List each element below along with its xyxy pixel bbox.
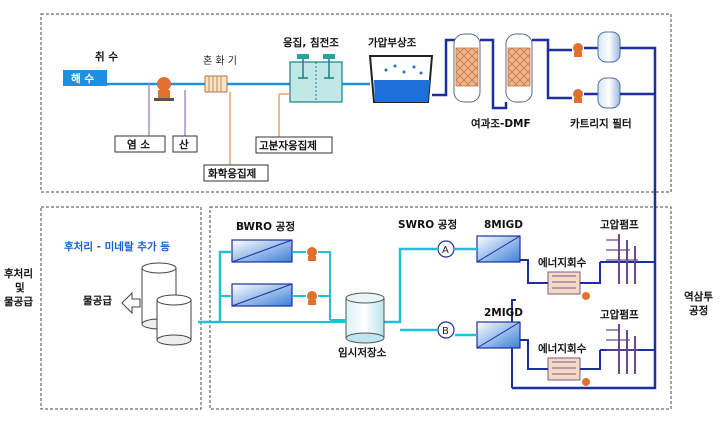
acid-box	[172, 135, 198, 153]
erd-b-icon	[547, 357, 590, 386]
hp-pump-a-label: 고압펌프	[600, 218, 639, 231]
hp-pump-a-icon	[606, 234, 638, 284]
post-treat-label: 후처리 - 미네랄 추가 등	[64, 240, 170, 253]
node-b-label: B	[442, 326, 449, 337]
temp-storage-tank-icon	[345, 292, 385, 344]
daf-to-dmf-line	[432, 38, 458, 97]
node-b-icon: B	[437, 321, 455, 339]
coagulant-box	[203, 164, 269, 182]
bwro-membrane-2-icon	[231, 283, 293, 307]
erd-a-icon	[547, 271, 590, 300]
svg-text:역삼투: 역삼투	[684, 290, 713, 303]
intake-pump-icon	[154, 77, 174, 101]
supply-arrow-icon	[121, 291, 141, 315]
coag-settle-label: 응집, 침전조	[283, 36, 339, 49]
migd-b-label: 2MIGD	[484, 307, 523, 319]
cartridge-label: 카트리지 필터	[570, 117, 632, 130]
swro-membrane-b-icon	[476, 321, 521, 349]
dmf-filter-2-icon	[505, 33, 533, 103]
svg-text:후처리: 후처리	[4, 267, 33, 280]
cartridge-pump-2-icon	[573, 89, 583, 103]
post-section-label: 후처리 및 물공급	[4, 267, 33, 308]
bwro-membrane-1-icon	[231, 239, 293, 263]
coag-settle-tank-icon	[289, 54, 343, 103]
node-a-label: A	[442, 245, 449, 256]
polymer-label: 고분자응집제	[259, 139, 317, 152]
swro-membrane-a-icon	[476, 235, 521, 263]
seawater-label: 해 수	[71, 72, 94, 85]
dmf-label: 여과조-DMF	[471, 117, 531, 130]
hp-pump-b-icon	[606, 324, 638, 374]
acid-label: 산	[179, 138, 189, 151]
cartridge-pump-1-icon	[573, 43, 583, 57]
polymer-box	[255, 136, 333, 154]
chlorine-label: 염 소	[127, 139, 150, 151]
ro-frame	[209, 206, 672, 410]
chlorine-box	[114, 135, 166, 153]
pretreatment-frame	[40, 13, 672, 193]
bwro-label: BWRO 공정	[236, 220, 295, 233]
daf-label: 가압부상조	[368, 36, 417, 49]
pretreat-to-ro-line	[620, 46, 657, 228]
coagulant-label: 화학응집제	[208, 167, 256, 180]
daf-tank-icon	[368, 55, 434, 103]
post-treatment-frame	[40, 206, 202, 410]
svg-text:물공급: 물공급	[4, 296, 33, 308]
node-a-icon: A	[437, 240, 455, 258]
hp-pump-b-label: 고압펌프	[600, 308, 639, 321]
intake-title: 취 수	[95, 50, 118, 63]
cartridge-filter-2-icon	[597, 77, 621, 109]
swro-label: SWRO 공정	[398, 218, 457, 231]
mixer-icon	[204, 75, 228, 93]
svg-text:및: 및	[15, 282, 25, 294]
supply-label: 물공급	[83, 295, 112, 307]
erd-b-label: 에너지회수	[538, 342, 587, 355]
migd-a-label: 8MIGD	[484, 219, 523, 231]
supply-tank-2-icon	[156, 294, 192, 346]
bwro-pump-2-icon	[307, 291, 317, 305]
cartridge-filter-1-icon	[597, 31, 621, 63]
ro-section-label: 역삼투 공정	[684, 290, 713, 317]
bwro-pump-1-icon	[307, 247, 317, 261]
temp-storage-label: 임시저장소	[338, 346, 387, 359]
mixer-label: 혼 화 기	[203, 54, 237, 67]
seawater-tag	[63, 70, 107, 86]
erd-a-label: 에너지회수	[538, 256, 587, 269]
svg-text:공정: 공정	[689, 304, 708, 317]
dmf-filter-1-icon	[453, 33, 481, 103]
